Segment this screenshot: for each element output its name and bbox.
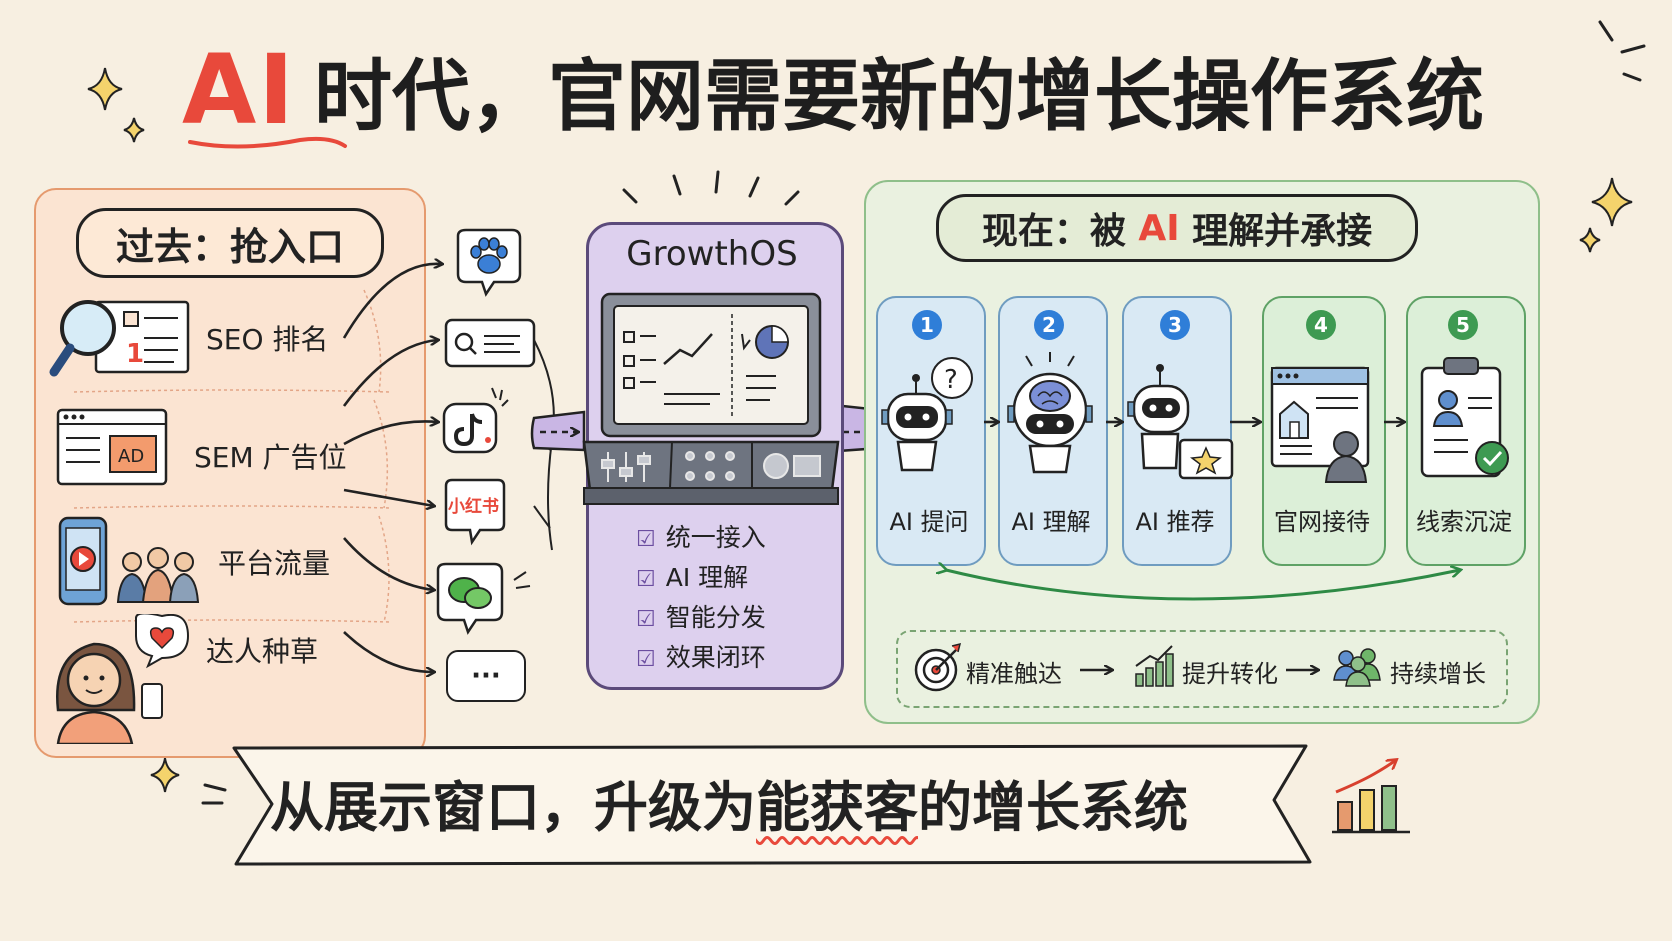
sparkle-icon bbox=[150, 757, 180, 793]
step-label: AI 提问 bbox=[889, 508, 969, 536]
bottom-banner-shape bbox=[232, 744, 1312, 866]
past-heading: 过去：抢入口 bbox=[76, 208, 384, 278]
robot-star-icon bbox=[1127, 364, 1234, 480]
step-number-badge: 2 bbox=[1034, 310, 1064, 340]
robot-brain-icon bbox=[1007, 352, 1093, 474]
now-heading-prefix: 现在：被 bbox=[981, 211, 1139, 252]
ad-window-icon: AD bbox=[56, 408, 168, 486]
xiaohongshu-icon: 小红书 bbox=[442, 478, 506, 546]
past-item-label: 达人种草 bbox=[206, 635, 319, 668]
check-circle-icon: ☑ bbox=[636, 527, 656, 552]
step-number-badge: 3 bbox=[1160, 310, 1190, 340]
wechat-icon bbox=[436, 562, 531, 635]
baidu-paw-icon bbox=[456, 228, 522, 297]
more-icon: ··· bbox=[446, 650, 526, 702]
emphasis-strokes-icon bbox=[201, 20, 1646, 805]
people-group-icon bbox=[1333, 648, 1381, 687]
feature-label: 统一接入 bbox=[665, 523, 766, 552]
website-visitor-icon bbox=[1270, 366, 1370, 483]
sparkle-icon bbox=[1579, 177, 1633, 253]
title-ai: AI bbox=[182, 34, 297, 146]
tiktok-icon bbox=[442, 387, 509, 454]
feature-item: ☑ 统一接入 bbox=[636, 518, 836, 558]
growthos-title: GrowthOS bbox=[626, 234, 798, 274]
feature-label: 智能分发 bbox=[665, 603, 766, 632]
step-number-badge: 1 bbox=[912, 310, 942, 340]
feature-item: ☑ 智能分发 bbox=[636, 598, 836, 638]
now-heading-ai: AI bbox=[1138, 207, 1180, 249]
bar-growth-icon bbox=[1135, 645, 1174, 687]
outcome-label: 精准触达 bbox=[966, 660, 1062, 688]
step-card bbox=[1122, 296, 1232, 566]
check-circle-icon: ☑ bbox=[636, 607, 656, 632]
title-underline bbox=[188, 136, 347, 149]
step-label: AI 理解 bbox=[1011, 508, 1091, 536]
slogan-suffix: 的增长系统 bbox=[918, 776, 1188, 839]
arrow-right-icon bbox=[1286, 656, 1328, 686]
clipboard-check-icon bbox=[1420, 357, 1509, 478]
target-icon bbox=[914, 642, 962, 692]
step-label: AI 推荐 bbox=[1135, 508, 1215, 536]
step-label: 官网接待 bbox=[1274, 508, 1370, 536]
past-item-label: 平台流量 bbox=[218, 547, 331, 580]
step-label: 线索沉淀 bbox=[1416, 508, 1512, 536]
outcome-label: 提升转化 bbox=[1182, 660, 1278, 688]
slogan-prefix: 从展示窗口，升级为 bbox=[270, 776, 756, 839]
past-to-channels-arrows bbox=[342, 240, 555, 720]
past-item-label: SEM 广告位 bbox=[194, 441, 347, 474]
bottom-slogan: 从展示窗口，升级为能获客的增长系统 bbox=[270, 770, 1188, 846]
step-flow-arrows bbox=[864, 380, 1536, 601]
step-number-badge: 5 bbox=[1448, 310, 1478, 340]
feature-item: ☑ AI 理解 bbox=[636, 558, 836, 598]
past-dividers bbox=[73, 289, 390, 623]
sparkle-icon bbox=[87, 67, 145, 143]
glow-strokes-icon bbox=[622, 170, 800, 206]
question-mark: ? bbox=[944, 365, 958, 395]
now-heading-suffix: 理解并承接 bbox=[1179, 211, 1373, 252]
past-item-label: SEO 排名 bbox=[206, 323, 329, 356]
outcome-label: 持续增长 bbox=[1390, 660, 1486, 688]
rank-number: 1 bbox=[126, 339, 144, 369]
growthos-features: ☑ 统一接入 ☑ AI 理解 ☑ 智能分发 ☑ 效果闭环 bbox=[636, 518, 836, 678]
title-text: 时代，官网需要新的增长操作系统 bbox=[314, 52, 1485, 142]
ad-label: AD bbox=[118, 446, 144, 467]
arrow-right-icon bbox=[1080, 656, 1122, 686]
xiaohongshu-label: 小红书 bbox=[448, 497, 499, 517]
step-number-badge: 4 bbox=[1306, 310, 1336, 340]
feature-label: 效果闭环 bbox=[665, 643, 766, 672]
outcome-bar bbox=[896, 630, 1508, 708]
growth-chart-icon bbox=[1332, 752, 1410, 834]
console-dashboard-icon bbox=[582, 292, 840, 505]
check-circle-icon: ☑ bbox=[636, 567, 656, 592]
feature-item: ☑ 效果闭环 bbox=[636, 638, 836, 678]
now-heading: 现在：被 AI 理解并承接 bbox=[936, 194, 1418, 262]
robot-question-icon: ? bbox=[881, 357, 973, 472]
influencer-icon bbox=[56, 614, 190, 744]
phone-people-icon bbox=[58, 516, 200, 606]
magnifier-doc-icon: 1 bbox=[49, 300, 190, 377]
search-bar-icon bbox=[444, 318, 536, 368]
slogan-highlight: 能获客 bbox=[756, 776, 918, 839]
check-circle-icon: ☑ bbox=[636, 647, 656, 672]
feature-label: AI 理解 bbox=[665, 563, 749, 592]
